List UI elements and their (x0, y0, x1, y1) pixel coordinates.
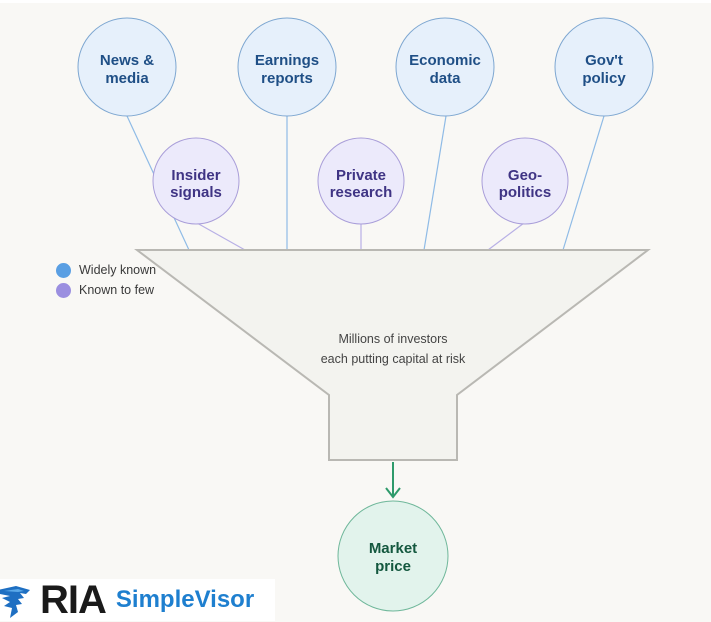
connector-geopolitics (487, 222, 525, 251)
legend-label: Widely known (79, 263, 157, 277)
svg-text:News &media: News &media (100, 52, 154, 87)
connector-govt-policy (562, 115, 605, 251)
legend-item-widely-known: Widely known (56, 260, 156, 280)
connector-economic-data (423, 115, 447, 251)
widely-known-dot-icon (56, 262, 71, 278)
legend-label: Known to few (79, 283, 155, 297)
node-geopolitics: Geo-politics (481, 137, 569, 225)
known-to-few-dot-icon (56, 282, 71, 298)
svg-text:Geo-politics: Geo-politics (499, 167, 552, 201)
top-strip (0, 0, 711, 3)
eagle-icon (0, 586, 30, 618)
down-arrow-icon (385, 462, 401, 499)
ria-simplevisor-logo: RIA SimpleVisor (0, 579, 275, 621)
logo-product-text: SimpleVisor (115, 586, 255, 613)
logo-brand-text: RIA (40, 578, 107, 622)
connector-insider-signals (196, 222, 246, 251)
node-news-media: News &media (77, 17, 177, 117)
legend: Widely known Known to few (56, 260, 156, 300)
legend-item-known-to-few: Known to few (56, 280, 156, 300)
